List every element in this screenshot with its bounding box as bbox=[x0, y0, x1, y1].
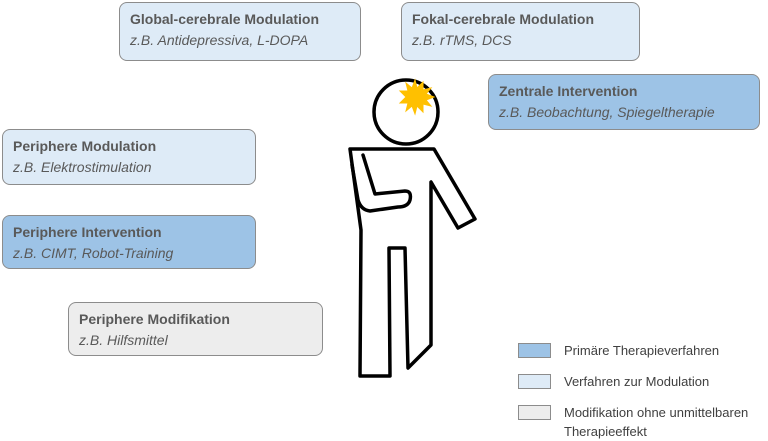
legend-swatch-modification bbox=[518, 405, 551, 420]
box-title: Periphere Modulation bbox=[13, 138, 157, 154]
figure-body bbox=[348, 147, 477, 378]
box-peripheral-modulation: Periphere Modulation z.B. Elektrostimula… bbox=[2, 129, 256, 185]
legend-label: Primäre Therapieverfahren bbox=[564, 343, 720, 358]
box-subtitle: z.B. Beobachtung, Spiegeltherapie bbox=[499, 104, 715, 120]
legend-label: Verfahren zur Modulation bbox=[564, 374, 710, 389]
box-title: Periphere Intervention bbox=[13, 224, 162, 240]
legend-swatch-primary bbox=[518, 343, 551, 358]
box-peripheral-intervention: Periphere Intervention z.B. CIMT, Robot-… bbox=[2, 215, 256, 269]
box-subtitle: z.B. rTMS, DCS bbox=[412, 32, 512, 48]
box-subtitle: z.B. Elektrostimulation bbox=[13, 159, 152, 175]
box-subtitle: z.B. Hilfsmittel bbox=[79, 332, 168, 348]
box-central-intervention: Zentrale Intervention z.B. Beobachtung, … bbox=[488, 74, 760, 130]
box-title: Periphere Modifikation bbox=[79, 311, 230, 327]
box-subtitle: z.B. CIMT, Robot-Training bbox=[13, 245, 174, 261]
starburst-icon bbox=[398, 78, 436, 116]
legend-swatch-modulation bbox=[518, 374, 551, 389]
box-title: Zentrale Intervention bbox=[499, 83, 638, 99]
box-subtitle: z.B. Antidepressiva, L-DOPA bbox=[130, 32, 309, 48]
box-title: Fokal-cerebrale Modulation bbox=[412, 11, 595, 27]
legend-label: Modifikation ohne unmittelbaren Therapie… bbox=[564, 405, 749, 439]
box-global-cerebral-modulation: Global-cerebrale Modulation z.B. Antidep… bbox=[119, 2, 361, 61]
figure-arm bbox=[350, 153, 413, 213]
box-peripheral-modification: Periphere Modifikation z.B. Hilfsmittel bbox=[68, 302, 323, 356]
box-title: Global-cerebrale Modulation bbox=[130, 11, 320, 27]
person-outline-icon bbox=[348, 78, 477, 378]
figure-head bbox=[372, 78, 440, 146]
box-focal-cerebral-modulation: Fokal-cerebrale Modulation z.B. rTMS, DC… bbox=[401, 2, 640, 61]
